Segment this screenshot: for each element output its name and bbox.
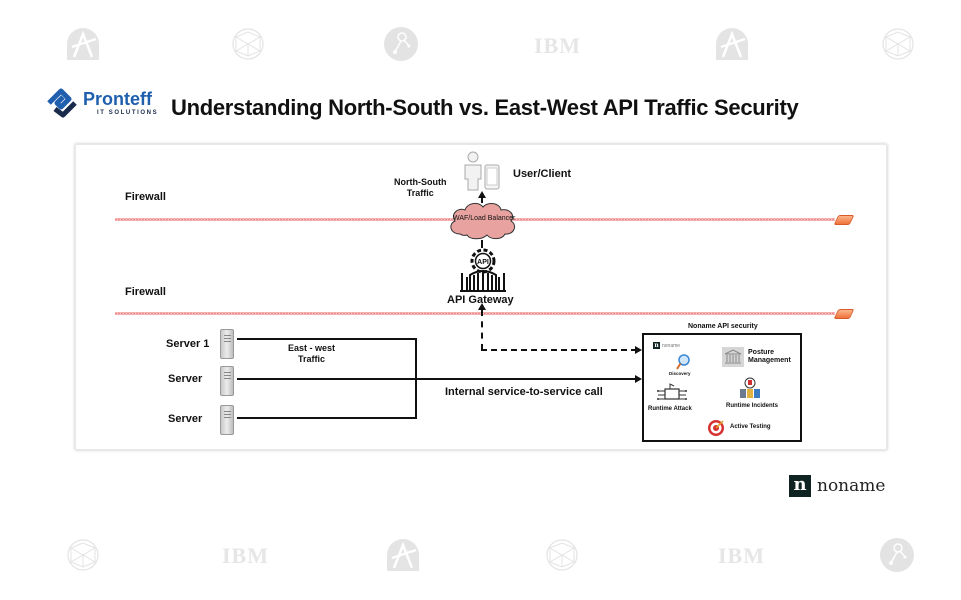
noname-security-box: n noname Discovery Posture Management Ru…	[642, 333, 802, 442]
runtime-incidents-label: Runtime Incidents	[726, 403, 779, 409]
incident-icon	[740, 377, 760, 398]
circuit-icon	[657, 383, 687, 400]
building-icon	[722, 347, 744, 367]
posture-management-label: Posture Management	[748, 349, 791, 364]
server-3-connector	[237, 417, 416, 419]
magnifier-icon	[676, 354, 690, 370]
watermark-geodesic-sphere-icon	[67, 539, 99, 571]
runtime-attack-label: Runtime Attack	[648, 406, 692, 412]
north-south-label: North-South Traffic	[394, 177, 446, 199]
pronteff-logo-icon	[47, 88, 77, 118]
arrow-to-security-dashed	[635, 346, 642, 354]
server-2-icon	[220, 366, 234, 396]
dashed-connector-vertical	[481, 310, 483, 350]
company-tagline: IT SOLUTIONS	[97, 110, 159, 116]
watermark-geodesic-sphere-icon	[882, 28, 914, 60]
svg-text:API: API	[477, 259, 489, 266]
firewall-bottom-line	[115, 312, 835, 315]
target-icon	[708, 420, 724, 436]
page-title: Understanding North-South vs. East-West …	[171, 95, 799, 120]
noname-small-mark: n	[653, 342, 660, 349]
security-box-title: Noname API security	[688, 323, 758, 330]
watermark-ibm: IBM	[718, 543, 765, 568]
noname-small-logo: n noname	[653, 342, 680, 349]
user-client-label: User/Client	[513, 168, 572, 180]
server-1-icon	[220, 329, 234, 359]
east-west-line1: East - west	[288, 343, 336, 353]
north-south-line1: North-South	[394, 177, 447, 187]
noname-brand-logo: n noname	[789, 475, 885, 497]
watermark-node-logo	[384, 27, 418, 61]
company-name: Pronteff	[83, 89, 152, 109]
active-testing-label: Active Testing	[730, 424, 771, 430]
pronteff-logo: Pronteff IT SOLUTIONS	[45, 87, 158, 119]
waf-cloud-icon	[450, 202, 516, 240]
watermark-a-logo	[716, 28, 748, 60]
watermark-geodesic-sphere-icon	[232, 28, 264, 60]
firewall-top-label: Firewall	[125, 191, 166, 203]
watermark-ibm: IBM	[534, 33, 581, 58]
watermark-a-logo	[387, 539, 419, 571]
dashed-connector-horizontal	[481, 349, 637, 351]
server-1-label: Server 1	[166, 338, 210, 350]
api-gateway-label: API Gateway	[447, 294, 514, 306]
noname-mark: n	[789, 475, 811, 497]
east-west-line2: Traffic	[298, 354, 326, 364]
connector-gateway-waf	[481, 240, 483, 248]
connector-waf-client	[481, 197, 483, 203]
server-2-label: Server	[168, 373, 203, 385]
api-gateway-icon: API	[460, 248, 506, 292]
discovery-label: Discovery	[669, 371, 691, 376]
watermark-node-logo	[880, 538, 914, 572]
watermark-geodesic-sphere-icon	[546, 539, 578, 571]
diagram-panel: Firewall Firewall North-South Traffic Us…	[75, 144, 887, 450]
firewall-bottom-end-icon	[833, 309, 855, 319]
arrow-to-security-internal	[635, 375, 642, 383]
firewall-top-end-icon	[833, 215, 855, 225]
watermark-a-logo	[67, 28, 99, 60]
east-west-label: East - west Traffic	[288, 343, 335, 365]
waf-label: WAF/Load Balancer	[453, 215, 516, 222]
noname-small-text: noname	[662, 342, 681, 349]
arrow-to-client	[478, 191, 486, 198]
watermark-ibm: IBM	[222, 543, 269, 568]
server-3-icon	[220, 405, 234, 435]
north-south-line2: Traffic	[406, 188, 434, 198]
firewall-bottom-label: Firewall	[125, 286, 166, 298]
server-2-internal-call-line	[237, 378, 637, 380]
noname-wordmark: noname	[817, 476, 886, 496]
user-client-icon	[464, 151, 500, 191]
server-3-label: Server	[168, 413, 203, 425]
arrow-to-gateway	[478, 303, 486, 310]
internal-call-label: Internal service-to-service call	[445, 386, 603, 398]
server-1-connector	[237, 338, 416, 340]
